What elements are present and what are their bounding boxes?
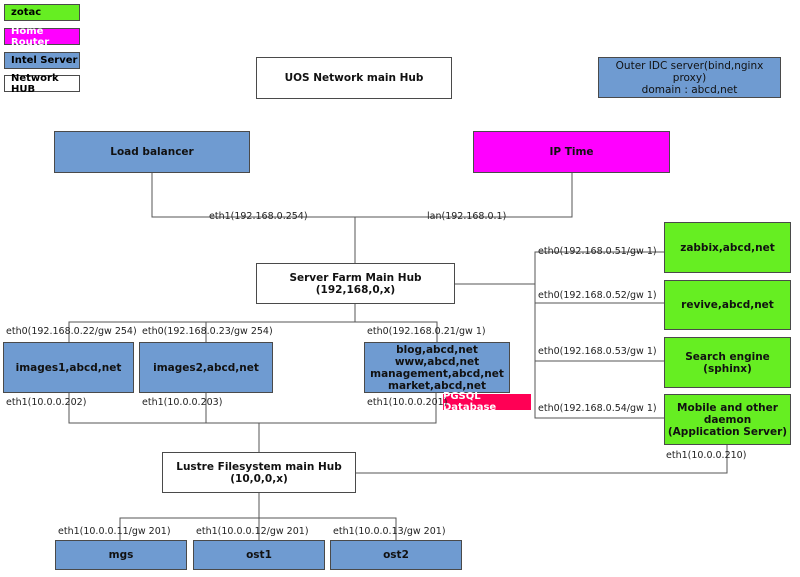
label-web-eth1: eth1(10.0.0.201) [367,397,448,408]
label-images2-eth0: eth0(192.168.0.23/gw 254) [142,326,273,337]
images2-server: images2,abcd,net [139,342,273,393]
uos-network-main-hub: UOS Network main Hub [256,57,452,99]
label-lb-eth1: eth1(192.168.0.254) [209,211,308,222]
pgsql-database-badge: PGSQL Database [443,391,531,413]
wire-storage-bus [119,517,397,540]
label-ost1-eth1: eth1(10.0.0.12/gw 201) [196,526,309,537]
label-search-eth0: eth0(192.168.0.53/gw 1) [538,346,657,357]
legend-network-hub: Network HUB [4,73,80,95]
legend-zotac: zotac [4,4,80,21]
server-farm-main-hub: Server Farm Main Hub (192,168,0,x) [256,263,455,304]
label-ost2-eth1: eth1(10.0.0.13/gw 201) [333,526,446,537]
load-balancer: Load balancer [54,131,250,173]
wire-servers-bus [68,321,438,342]
label-zabbix-eth0: eth0(192.168.0.51/gw 1) [538,246,657,257]
zabbix-server: zabbix,abcd,net [664,222,791,273]
wire-right-bus [534,251,664,419]
ost1-server: ost1 [193,540,325,570]
lustre-filesystem-main-hub: Lustre Filesystem main Hub (10,0,0,x) [162,452,356,493]
outer-idc-server: Outer IDC server(bind,nginx proxy) domai… [598,57,781,98]
label-mgs-eth1: eth1(10.0.0.11/gw 201) [58,526,171,537]
label-iptime-lan: lan(192.168.0.1) [427,211,507,222]
label-mobile-eth1: eth1(10.0.0.210) [666,450,747,461]
revive-server: revive,abcd,net [664,280,791,330]
wire-eth1-bus [68,393,437,424]
legend-intel-server: Intel Server [4,52,80,69]
label-images2-eth1: eth1(10.0.0.203) [142,397,223,408]
images1-server: images1,abcd,net [3,342,134,393]
label-web-eth0: eth0(192.168.0.21/gw 1) [367,326,486,337]
label-revive-eth0: eth0(192.168.0.52/gw 1) [538,290,657,301]
ip-time-router: IP Time [473,131,670,173]
web-multi-server: blog,abcd,net www,abcd,net management,ab… [364,342,510,393]
wire-mobile-lustre [356,445,728,474]
mgs-server: mgs [55,540,187,570]
ost2-server: ost2 [330,540,462,570]
label-images1-eth1: eth1(10.0.0.202) [6,397,87,408]
label-images1-eth0: eth0(192.168.0.22/gw 254) [6,326,137,337]
mobile-application-server: Mobile and other daemon (Application Ser… [664,394,791,445]
wire-lb-to-farm [151,173,573,218]
legend-home-router: Home Router [4,26,80,48]
search-engine-server: Search engine (sphinx) [664,337,791,388]
label-mobile-eth0: eth0(192.168.0.54/gw 1) [538,403,657,414]
